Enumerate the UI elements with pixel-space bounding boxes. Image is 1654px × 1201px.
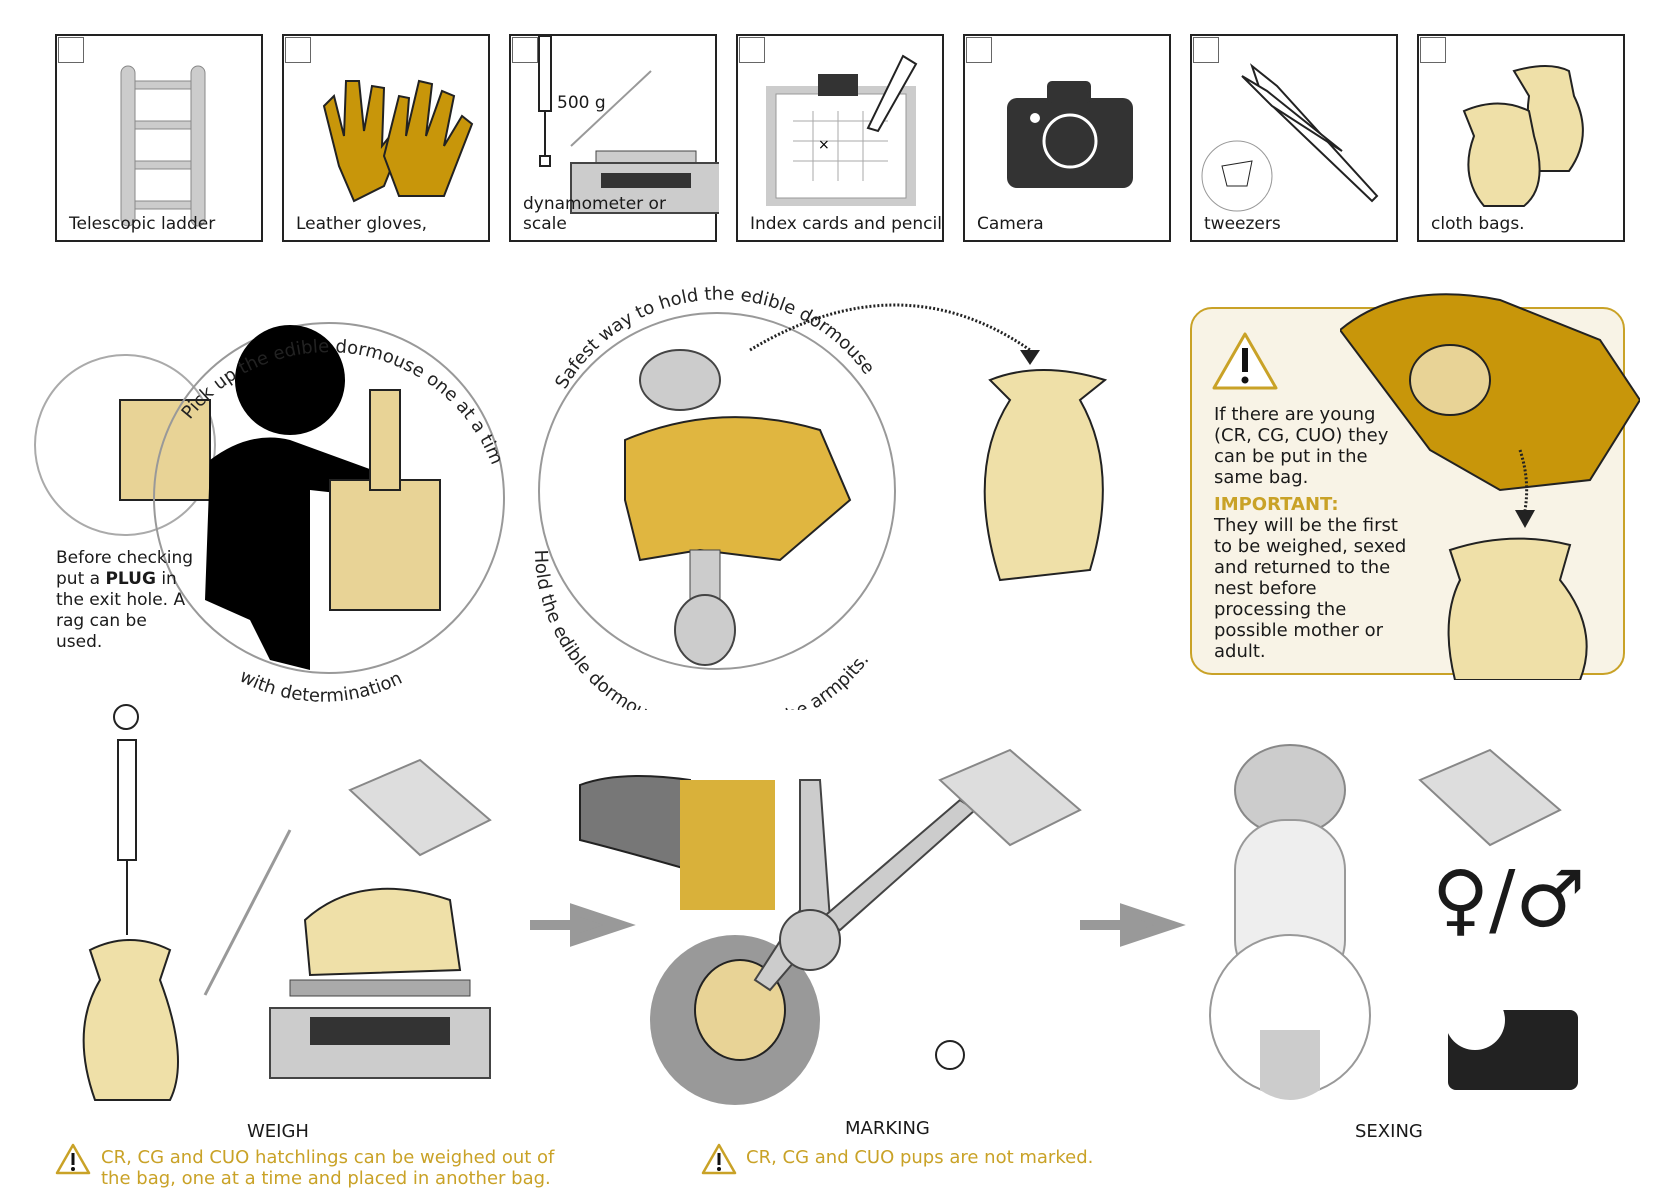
sex-symbols: ♀/♂ (1432, 855, 1586, 945)
plug-note: Before checking put a PLUG in the exit h… (56, 548, 194, 652)
important-text: They will be the first to be weighed, se… (1214, 515, 1407, 662)
weigh-warning: CR, CG and CUO hatchlings can be weighed… (101, 1147, 555, 1189)
dotted-arrow (749, 303, 1031, 352)
tool-label: Camera (977, 214, 1044, 234)
tool-label: Telescopic ladder (69, 214, 216, 234)
warning-icon (701, 1143, 737, 1175)
warning-icon (1212, 332, 1278, 390)
gloves-icon (322, 79, 474, 203)
marking-illustration (579, 748, 1082, 1105)
step-label-marking: MARKING (845, 1118, 930, 1139)
tweezers-icon (1201, 63, 1379, 212)
ladder-icon (120, 65, 206, 227)
checkbox[interactable] (739, 37, 765, 63)
arrow-right-icon (530, 903, 636, 947)
clipboard-icon (348, 758, 492, 857)
checkbox[interactable] (966, 37, 992, 63)
young-note: If there are young (CR, CG, CUO) they ca… (1214, 404, 1389, 488)
checkbox[interactable] (1420, 37, 1446, 63)
nest-box (329, 479, 441, 611)
tool-card-cloth-bags: cloth bags. (1417, 34, 1625, 242)
process-illustration (82, 704, 1578, 1105)
important-label: IMPORTANT: (1214, 494, 1339, 515)
tool-card-gloves: Leather gloves, (282, 34, 490, 242)
camera-icon (1007, 81, 1133, 188)
tool-label: dynamometer or scale (523, 194, 666, 234)
svg-text:×: × (818, 137, 830, 153)
warning-icon (55, 1143, 91, 1175)
step-label-sexing: SEXING (1355, 1121, 1423, 1142)
weight-label: 500 g (557, 93, 606, 113)
tool-label: Index cards and pencil (750, 214, 942, 234)
cloth-bag (983, 369, 1108, 582)
tool-label: Leather gloves, (296, 214, 428, 234)
flash-icon (1445, 990, 1505, 1050)
tool-label: cloth bags. (1431, 214, 1525, 234)
checkbox[interactable] (512, 37, 538, 63)
hold-circle (538, 312, 896, 670)
checkbox[interactable] (1193, 37, 1219, 63)
tool-card-index-cards: × Index cards and pencil (736, 34, 944, 242)
scale-icon (538, 36, 719, 214)
clipboard-icon (1418, 748, 1562, 847)
arrow-right-icon (1080, 903, 1186, 947)
step-label-weigh: WEIGH (247, 1121, 309, 1142)
pickup-circle (153, 322, 505, 674)
marking-warning: CR, CG and CUO pups are not marked. (746, 1147, 1094, 1168)
tool-card-camera: Camera (963, 34, 1171, 242)
tool-label: tweezers (1204, 214, 1281, 234)
checkbox[interactable] (58, 37, 84, 63)
clipboard-icon (938, 748, 1082, 847)
tool-card-ladder: Telescopic ladder (55, 34, 263, 242)
dormouse-head (639, 349, 721, 411)
sexing-illustration (1209, 744, 1578, 1100)
gloved-hand (624, 416, 852, 562)
weigh-illustration (82, 704, 492, 1101)
index-card-icon: × (766, 54, 918, 206)
glove-with-young-illustration (1340, 293, 1640, 680)
young-info-text: If there are young (CR, CG, CUO) they ca… (1214, 404, 1414, 662)
person-head (235, 325, 345, 435)
capture-and-hold-illustration: Pick up the edible dormouse one at a tim… (0, 270, 1108, 710)
checkbox[interactable] (285, 37, 311, 63)
cloth-bag-icon (1462, 65, 1584, 207)
tool-card-tweezers: tweezers (1190, 34, 1398, 242)
tool-card-scale: 500 g dynamometer or scale (509, 34, 719, 242)
person-body (205, 437, 400, 670)
